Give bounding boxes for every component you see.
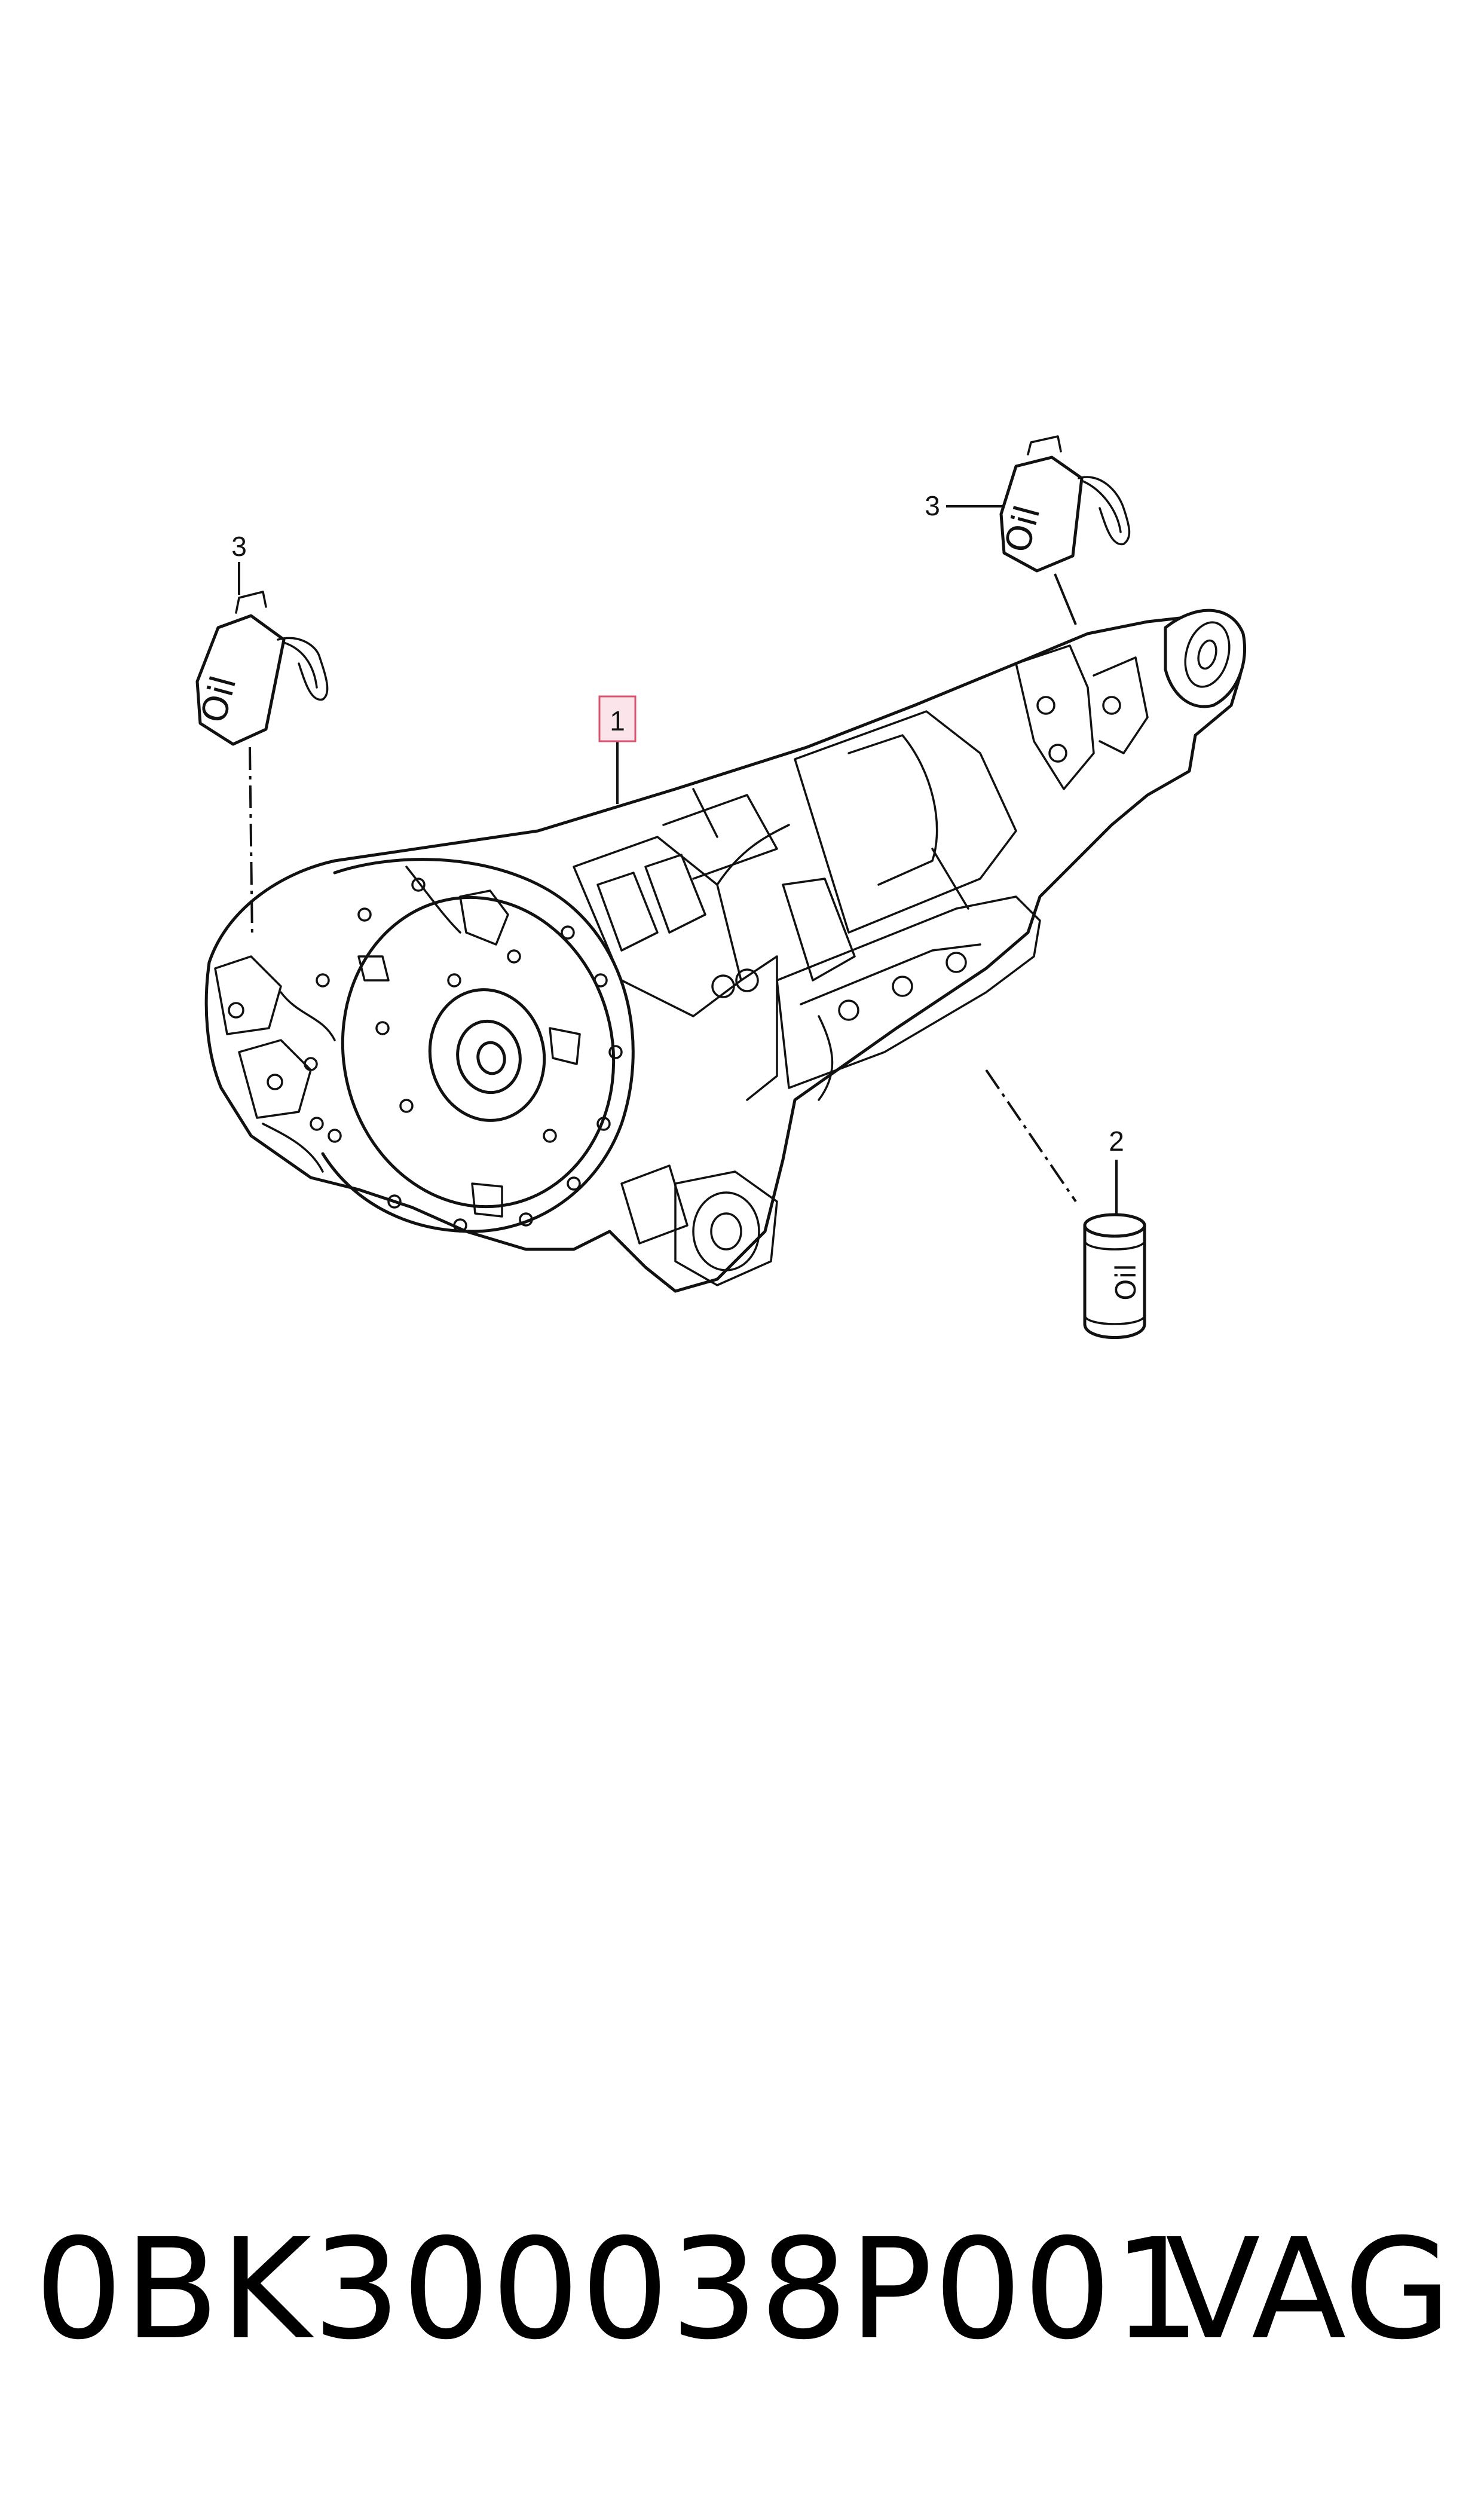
oil-can-left[interactable]: Oil [193, 591, 329, 746]
oil-can-right[interactable]: Oil [997, 435, 1131, 573]
oil-cartridge[interactable]: Oil [1083, 1213, 1146, 1339]
footer: 0BK300038P001 VAG [0, 2212, 1484, 2367]
brand-name: VAG [1165, 2209, 1452, 2370]
callout-1[interactable]: 1 [610, 705, 625, 736]
callout-1-box[interactable] [598, 695, 637, 742]
callout-2[interactable]: 2 [1109, 1126, 1124, 1157]
callout-3-left[interactable]: 3 [231, 531, 247, 562]
oil-label-cartridge: Oil [1110, 1264, 1142, 1301]
transmission-assembly[interactable] [204, 609, 1247, 1293]
part-number: 0BK300038P001 [35, 2209, 1203, 2370]
callout-3-right[interactable]: 3 [925, 490, 940, 521]
